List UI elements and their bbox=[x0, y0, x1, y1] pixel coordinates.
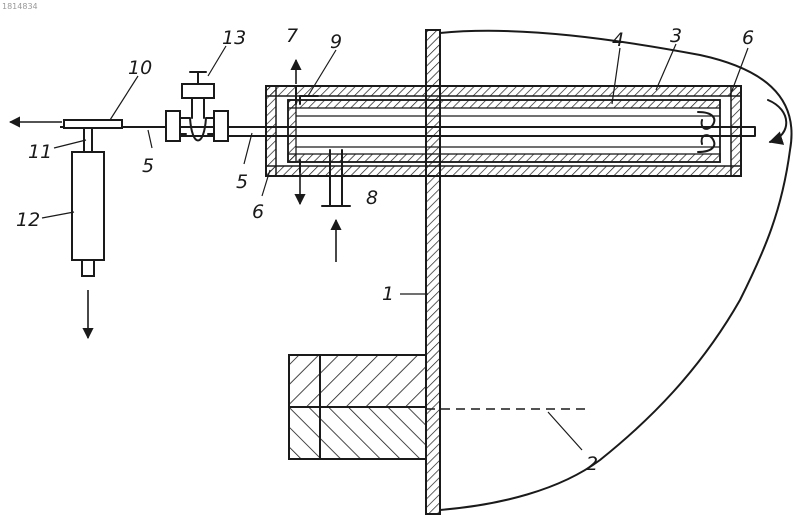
leader-5a bbox=[148, 130, 152, 148]
label-5b: 5 bbox=[236, 171, 248, 193]
label-1: 1 bbox=[382, 283, 394, 305]
sampling-tube-10 bbox=[64, 120, 122, 128]
label-4: 4 bbox=[612, 29, 624, 51]
filter-cylinder-12 bbox=[72, 152, 104, 260]
leader-5b bbox=[244, 133, 252, 164]
label-5a: 5 bbox=[142, 155, 154, 177]
leader-13 bbox=[208, 46, 226, 76]
outer-jacket-right-wall bbox=[731, 86, 741, 176]
label-6b: 6 bbox=[742, 27, 754, 49]
label-10: 10 bbox=[128, 57, 152, 79]
tip-flow-arrow bbox=[768, 100, 786, 142]
inner-tube bbox=[288, 100, 720, 162]
label-7: 7 bbox=[286, 25, 298, 47]
label-12: 12 bbox=[16, 209, 40, 231]
leader-11 bbox=[54, 140, 86, 148]
label-6a: 6 bbox=[252, 201, 264, 223]
turnaround-bottom bbox=[698, 135, 714, 152]
watermark-text: 1814834 bbox=[2, 2, 38, 11]
coupling-left bbox=[166, 111, 180, 141]
label-2: 2 bbox=[586, 453, 598, 475]
label-8: 8 bbox=[366, 187, 378, 209]
leader-10 bbox=[110, 76, 138, 120]
coupling-right bbox=[214, 111, 228, 141]
outer-jacket-bottom-wall bbox=[266, 166, 741, 176]
support-block-lower bbox=[289, 407, 426, 459]
support-block-upper bbox=[289, 355, 426, 407]
label-9: 9 bbox=[330, 31, 342, 53]
leader-12 bbox=[42, 212, 74, 218]
leader-3 bbox=[656, 44, 676, 90]
leader-2 bbox=[548, 412, 582, 450]
inner-tube-top-wall bbox=[288, 100, 720, 108]
inner-tube-bottom-wall bbox=[288, 154, 720, 162]
valve-body bbox=[180, 118, 214, 141]
label-11: 11 bbox=[28, 141, 52, 163]
inner-tube-left-wall bbox=[288, 100, 296, 162]
valve-13-body bbox=[182, 84, 214, 98]
cylinder-12-outlet bbox=[82, 260, 94, 276]
label-3: 3 bbox=[670, 25, 682, 47]
outer-jacket-left-wall bbox=[266, 86, 276, 176]
label-13: 13 bbox=[222, 27, 246, 49]
outer-jacket-top-wall bbox=[266, 86, 741, 96]
